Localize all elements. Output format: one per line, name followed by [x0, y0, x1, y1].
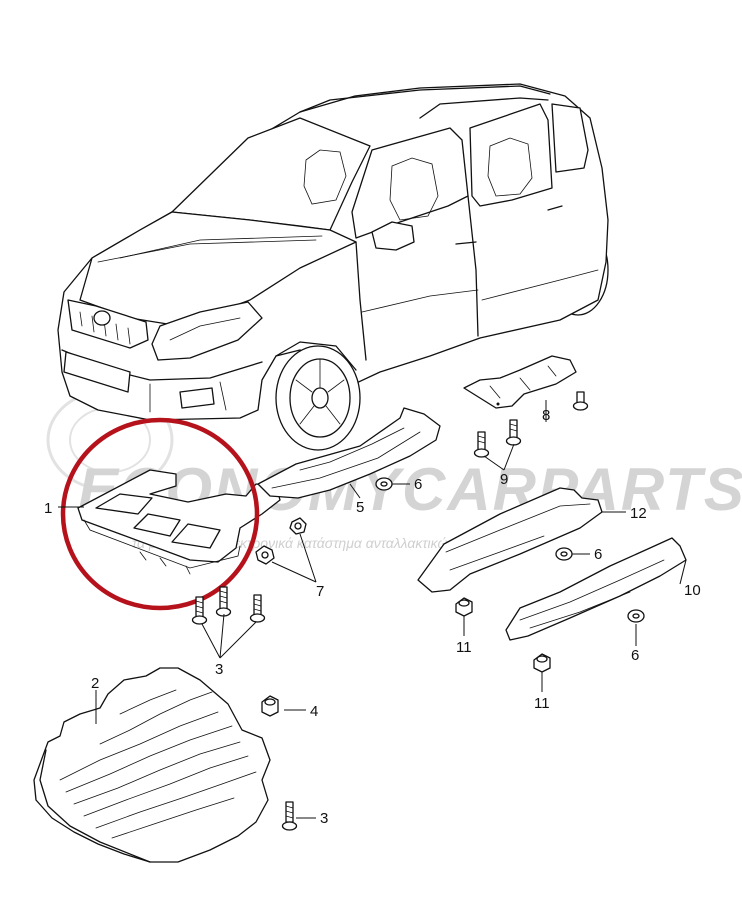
front-grille	[67, 299, 149, 349]
washer-icon	[627, 609, 645, 623]
brand-badge	[93, 310, 111, 326]
part-12-underbody-panel	[417, 487, 603, 593]
nut-icon	[455, 597, 473, 617]
headlight	[151, 301, 263, 361]
callout-6-middle: 6	[594, 546, 602, 563]
nut-icon	[289, 517, 307, 535]
washer-icon	[555, 547, 573, 561]
part-2-engine-undertray	[33, 667, 271, 863]
licence-plate	[63, 351, 131, 393]
side-mirror	[371, 221, 415, 251]
callout-6-left: 6	[414, 476, 422, 493]
part-5-side-sill-cover	[257, 407, 441, 499]
front-side-window	[351, 127, 469, 239]
callout-1: 1	[44, 500, 52, 517]
callout-8: 8	[542, 407, 550, 424]
callout-labels: 1 2 3 3 4 5 6 6 6 7 8 9 10 11 11 12	[44, 407, 701, 827]
screw-icon	[281, 801, 298, 831]
callout-7: 7	[316, 583, 324, 600]
washer-icon	[375, 477, 393, 491]
screw-icon	[249, 594, 266, 623]
callout-3-lower: 3	[320, 810, 328, 827]
nut-icon	[261, 695, 279, 717]
callout-11-right: 11	[534, 695, 550, 712]
nut-icon	[533, 653, 551, 673]
leader-lines	[58, 400, 687, 819]
screw-icon	[572, 391, 589, 411]
callout-4: 4	[310, 703, 318, 720]
screw-icon	[505, 419, 522, 446]
fasteners	[191, 391, 645, 831]
callout-11-left: 11	[456, 639, 472, 656]
screw-icon	[191, 596, 208, 625]
callout-3: 3	[215, 661, 223, 678]
part-10-side-panel	[505, 537, 687, 641]
callout-10: 10	[684, 582, 701, 599]
callout-6-right: 6	[631, 647, 639, 664]
fog-light	[179, 387, 215, 409]
callout-5: 5	[356, 499, 364, 516]
screw-icon	[473, 431, 490, 458]
callout-9: 9	[500, 471, 508, 488]
rear-side-window	[469, 103, 553, 207]
callout-12: 12	[630, 505, 647, 522]
part-8-bracket	[463, 355, 577, 409]
highlight-circle	[60, 417, 260, 611]
nut-icon	[255, 545, 275, 565]
car-illustration	[57, 83, 609, 451]
callout-2: 2	[91, 675, 99, 692]
front-wheel	[275, 345, 361, 451]
rear-quarter-window	[551, 103, 589, 173]
